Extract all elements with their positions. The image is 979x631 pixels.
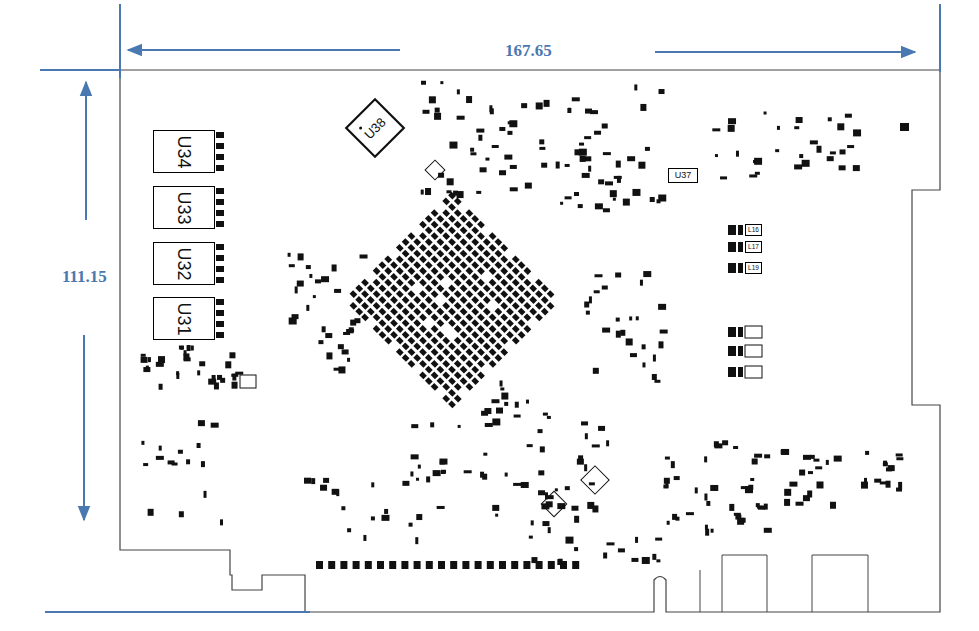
part-designator: U37 [675, 171, 692, 180]
part-designator: L16 [748, 227, 759, 234]
chip-outline: U38 [345, 98, 405, 158]
part-designator: U33 [175, 191, 193, 224]
part-designator: L17 [748, 244, 759, 251]
component-box: L17 [745, 241, 762, 253]
dimension-height: 111.15 [59, 267, 110, 287]
component-box: L19 [745, 262, 762, 274]
dimension-lines [40, 4, 940, 612]
part-designator: U31 [175, 302, 193, 335]
part-designator: U34 [175, 135, 193, 168]
component-box: U34 [153, 130, 215, 173]
component-box: U37 [668, 168, 698, 183]
part-designator: L19 [748, 265, 759, 272]
component-box: U31 [153, 297, 215, 340]
component-box: U33 [153, 186, 215, 229]
component-pads [141, 81, 909, 569]
dimension-width: 167.65 [502, 41, 555, 61]
connector-cutouts [700, 555, 868, 612]
component-box: L16 [745, 224, 762, 236]
part-outlines [240, 160, 762, 517]
part-designator: U32 [175, 247, 193, 280]
board-outline [120, 70, 940, 612]
component-box: U32 [153, 242, 215, 285]
